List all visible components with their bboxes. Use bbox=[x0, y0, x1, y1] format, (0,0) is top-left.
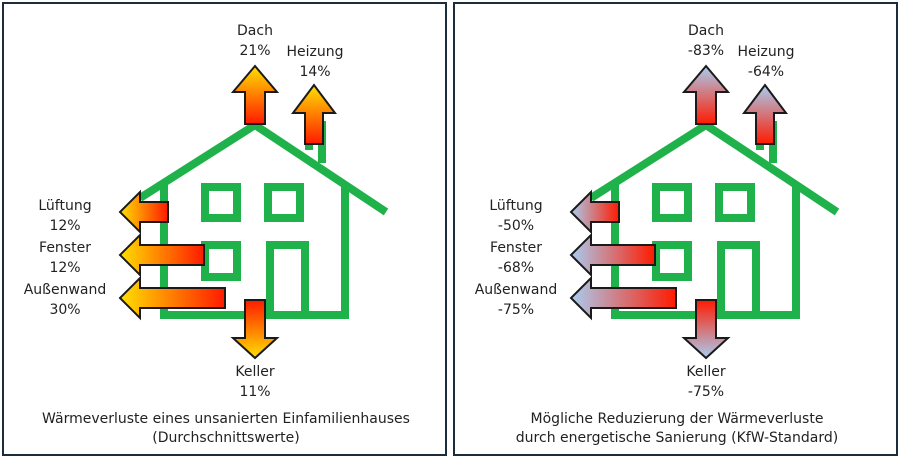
lueftung-label: Lüftung bbox=[38, 198, 91, 214]
heizung-label: Heizung bbox=[286, 44, 343, 60]
aussenwand-value: -75% bbox=[498, 302, 534, 318]
fenster-arrow-icon bbox=[569, 232, 656, 278]
window-icon bbox=[264, 183, 304, 222]
panel-border bbox=[453, 2, 898, 456]
lueftung-label: Lüftung bbox=[489, 198, 542, 214]
window-icon bbox=[201, 183, 241, 222]
keller-label: Keller bbox=[686, 364, 725, 380]
door-icon bbox=[717, 241, 760, 315]
keller-arrow-icon bbox=[230, 299, 280, 360]
panel-caption: Mögliche Reduzierung der Wärmeverluste bbox=[531, 411, 824, 427]
keller-value: -75% bbox=[688, 384, 724, 400]
heizung-arrow-icon bbox=[742, 83, 788, 145]
fenster-label: Fenster bbox=[490, 240, 542, 256]
panel-border bbox=[2, 2, 447, 456]
fenster-value: -68% bbox=[498, 260, 534, 276]
lueftung-value: -50% bbox=[498, 218, 534, 234]
heizung-value: -64% bbox=[748, 64, 784, 80]
panel-caption: (Durchschnittswerte) bbox=[152, 430, 299, 446]
dach-label: Dach bbox=[237, 23, 273, 39]
dach-value: 21% bbox=[239, 43, 270, 59]
aussenwand-label: Außenwand bbox=[475, 282, 558, 298]
fenster-value: 12% bbox=[49, 260, 80, 276]
lueftung-arrow-icon bbox=[569, 189, 620, 235]
door-icon bbox=[266, 241, 309, 315]
fenster-label: Fenster bbox=[39, 240, 91, 256]
lueftung-value: 12% bbox=[49, 218, 80, 234]
lueftung-arrow-icon bbox=[118, 189, 169, 235]
panel-current: Dach 21% Heizung 14% Lüftung 12% Fenster 12% Auß… bbox=[2, 2, 447, 456]
dach-label: Dach bbox=[688, 23, 724, 39]
aussenwand-arrow-icon bbox=[569, 275, 677, 321]
window-icon bbox=[652, 183, 692, 222]
heizung-value: 14% bbox=[299, 64, 330, 80]
heizung-label: Heizung bbox=[737, 44, 794, 60]
dach-arrow-icon bbox=[230, 64, 280, 125]
heizung-arrow-icon bbox=[291, 83, 337, 145]
keller-label: Keller bbox=[235, 364, 274, 380]
keller-arrow-icon bbox=[681, 299, 731, 360]
panel-caption: Wärmeverluste eines unsanierten Einfamil… bbox=[42, 411, 410, 427]
aussenwand-value: 30% bbox=[49, 302, 80, 318]
aussenwand-label: Außenwand bbox=[24, 282, 107, 298]
dach-arrow-icon bbox=[681, 64, 731, 125]
panel-caption: durch energetische Sanierung (KfW-Standa… bbox=[516, 430, 838, 446]
dach-value: -83% bbox=[688, 43, 724, 59]
keller-value: 11% bbox=[239, 384, 270, 400]
panel-renovated: Dach -83% Heizung -64% Lüftung -50% Fenster -68… bbox=[453, 2, 898, 456]
aussenwand-arrow-icon bbox=[118, 275, 226, 321]
window-icon bbox=[715, 183, 755, 222]
fenster-arrow-icon bbox=[118, 232, 205, 278]
